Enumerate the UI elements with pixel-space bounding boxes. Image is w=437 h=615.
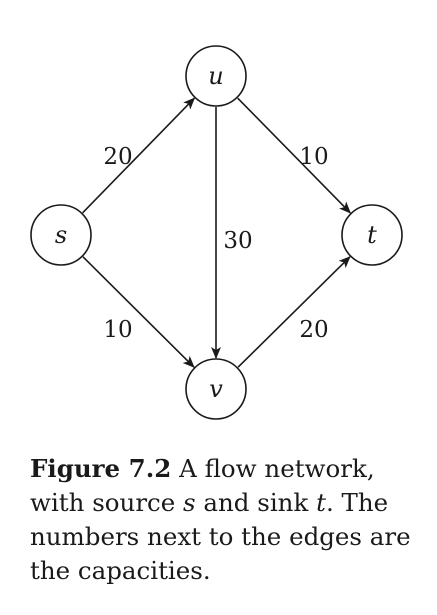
caption-text-part-3: . The numbers next to the edges are the …	[30, 488, 411, 585]
node-s: s	[30, 204, 92, 266]
figure-caption: Figure 7.2 A flow network, with source s…	[30, 452, 420, 588]
edge-capacity-label-u-t: 10	[299, 144, 328, 170]
node-label-s: s	[55, 221, 67, 249]
caption-text-part-1: A flow network, with source	[30, 454, 375, 517]
node-label-v: v	[209, 375, 223, 403]
edge-capacity-label-s-u: 20	[103, 144, 132, 170]
node-t: t	[341, 204, 403, 266]
caption-source-var: s	[183, 488, 196, 517]
edge-s-u	[82, 97, 196, 214]
caption-figure-label: Figure 7.2	[30, 454, 172, 483]
edge-capacity-label-s-v: 10	[103, 317, 132, 343]
caption-text-part-2: and sink	[195, 488, 317, 517]
nodes-layer: u s t v	[30, 45, 403, 420]
node-circle-u	[185, 45, 247, 107]
edge-u-t	[237, 97, 351, 214]
node-label-t: t	[367, 221, 377, 249]
edge-s-v	[82, 256, 195, 368]
edge-capacity-label-u-v: 30	[223, 228, 252, 254]
node-circle-s	[30, 204, 92, 266]
edges-layer: 20 10 30 10 20	[82, 97, 351, 368]
node-label-u: u	[208, 62, 223, 90]
node-circle-t	[341, 204, 403, 266]
edge-v-t	[237, 256, 351, 368]
edge-capacity-label-v-t: 20	[299, 317, 328, 343]
node-v: v	[185, 358, 247, 420]
flow-network-diagram: 20 10 30 10 20 u s t v	[30, 45, 403, 420]
node-u: u	[185, 45, 247, 107]
caption-sink-var: t	[316, 488, 326, 517]
node-circle-v	[185, 358, 247, 420]
